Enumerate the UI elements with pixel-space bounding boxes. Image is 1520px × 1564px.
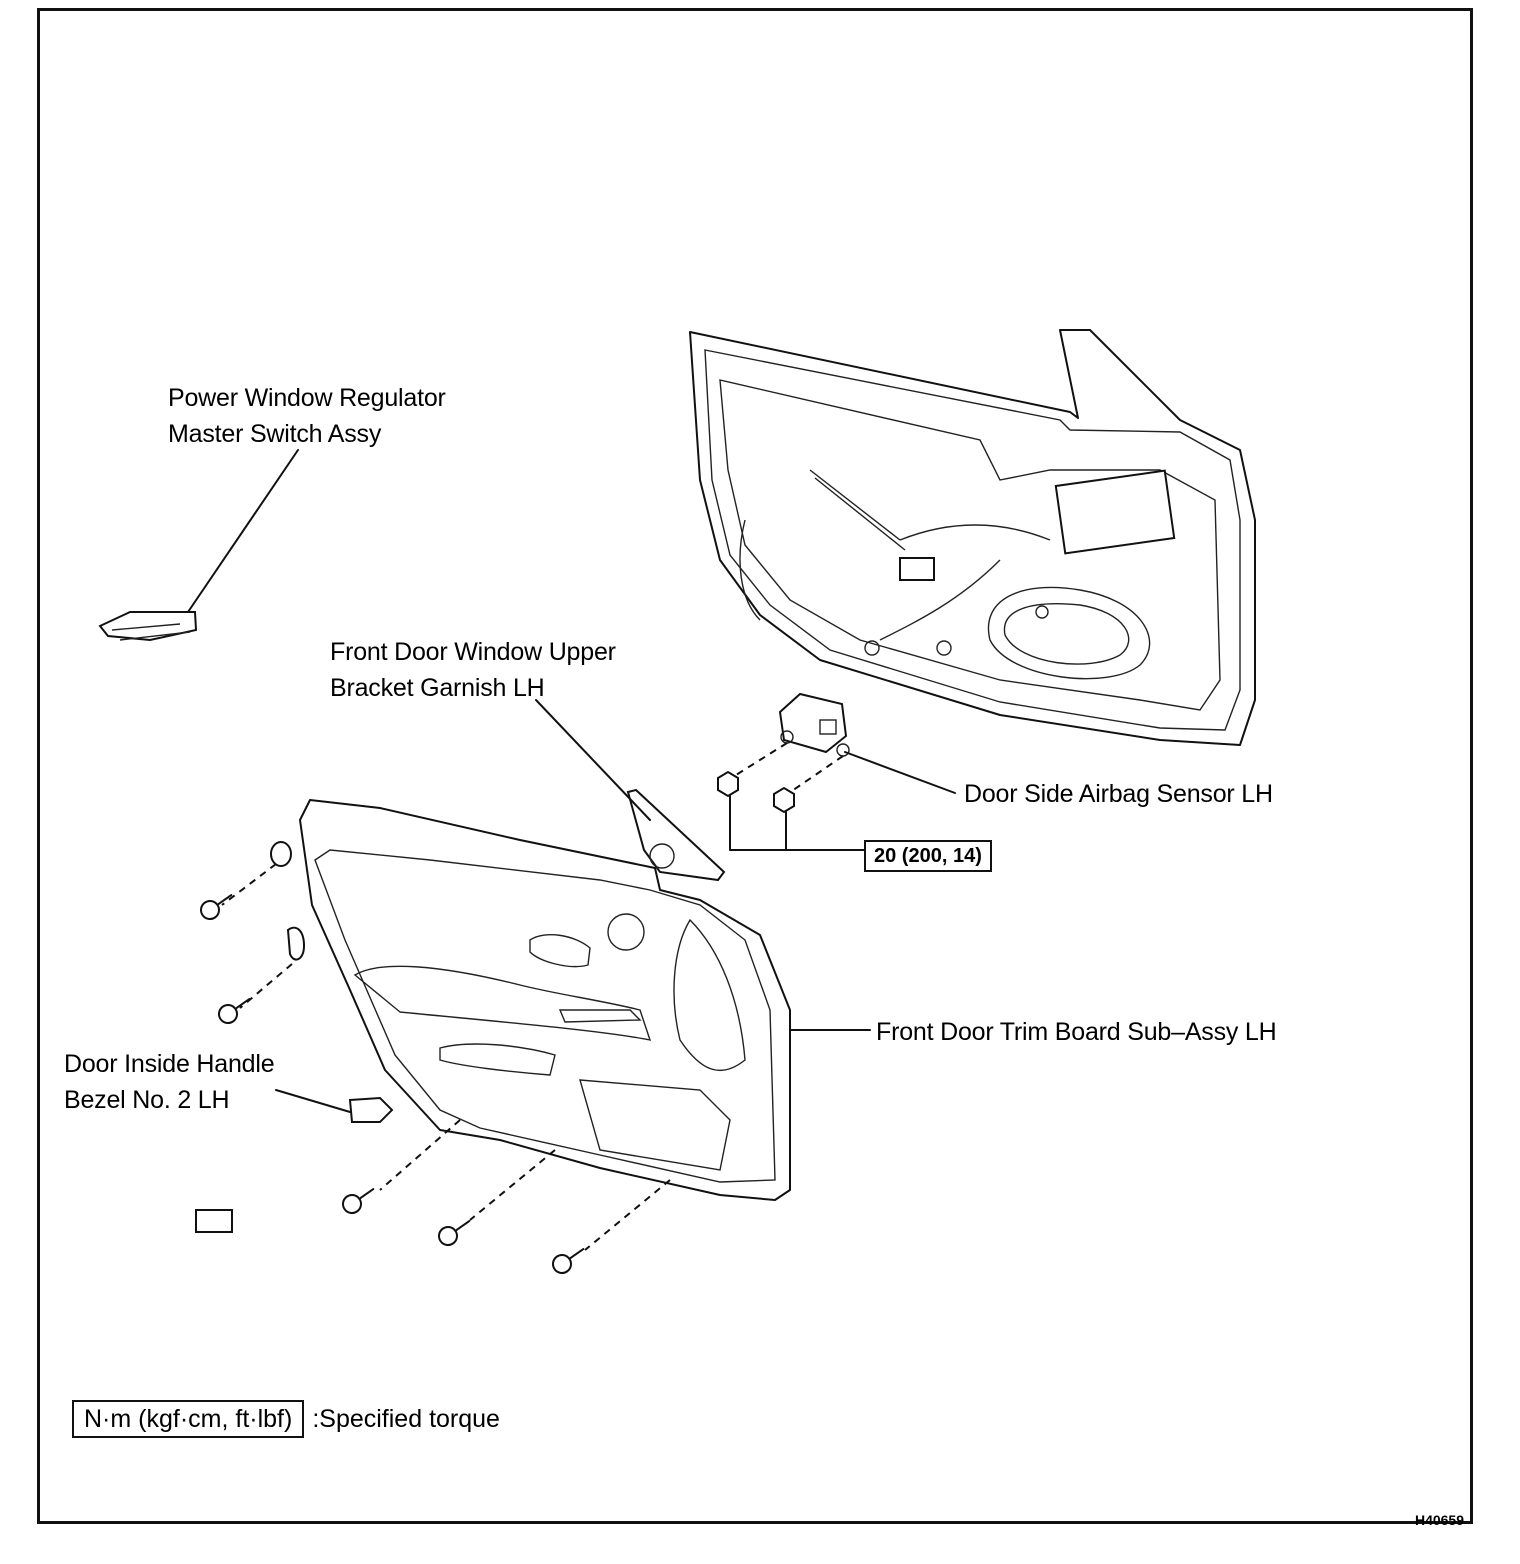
diagram-frame (37, 8, 1473, 1524)
torque-legend: N·m (kgf·cm, ft·lbf) :Specified torque (72, 1400, 500, 1438)
trim-board-part (299, 799, 871, 1201)
airbag-sensor-part (717, 692, 956, 851)
trim-board-label: Front Door Trim Board Sub–Assy LH (876, 1018, 1277, 1046)
master-switch-part (98, 449, 299, 642)
figure-id: H40659 (1414, 1512, 1464, 1528)
handle-bezel-label-line1: Door Inside Handle (64, 1050, 275, 1078)
master-switch-label-line2: Master Switch Assy (168, 420, 382, 448)
upper-bracket-garnish-part (535, 699, 726, 882)
door-inner-panel (689, 329, 1256, 746)
torque-unit-box: N·m (kgf·cm, ft·lbf) (72, 1400, 305, 1438)
airbag-sensor-label: Door Side Airbag Sensor LH (964, 780, 1273, 808)
fasteners (195, 841, 671, 1274)
torque-spec-box: 20 (200, 14) (864, 840, 992, 872)
master-switch-label-line1: Power Window Regulator (168, 384, 446, 412)
upper-bracket-label: Front Door Window Upper Bracket Garnish … (330, 634, 616, 706)
handle-bezel-label-line2: Bezel No. 2 LH (64, 1086, 230, 1114)
handle-bezel-label: Door Inside Handle Bezel No. 2 LH (64, 1046, 275, 1118)
upper-bracket-label-line1: Front Door Window Upper (330, 638, 616, 666)
torque-legend-text: :Specified torque (312, 1404, 500, 1433)
upper-bracket-label-line2: Bracket Garnish LH (330, 674, 545, 702)
master-switch-label: Power Window Regulator Master Switch Ass… (168, 380, 446, 452)
